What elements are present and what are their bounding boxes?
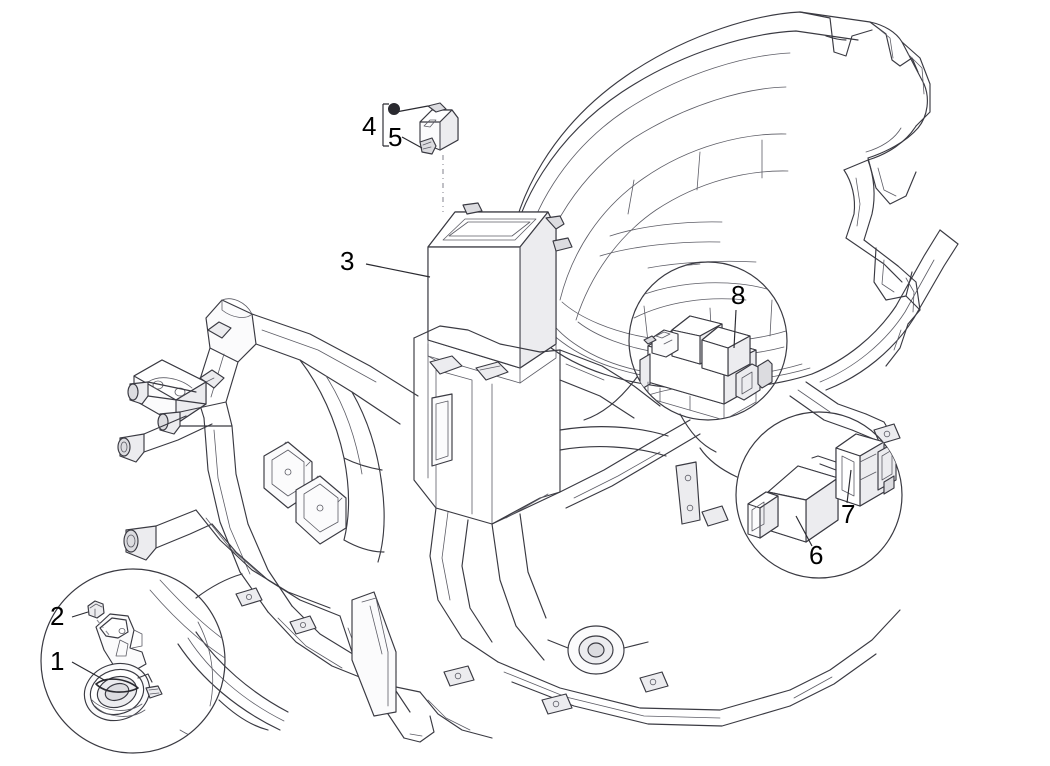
horn-detail-tail2: [195, 573, 243, 599]
horn-nut: [87, 600, 105, 619]
fusebox-detail-circle: [628, 261, 788, 421]
callout-4: 4: [362, 111, 376, 141]
leader-2: [71, 611, 89, 618]
leader-3: [365, 263, 431, 278]
callout-5: 5: [388, 122, 402, 152]
leader-6: [795, 515, 813, 547]
nut-alignment-dash: [96, 619, 111, 637]
relay-detail-circle: [735, 411, 903, 579]
leader-4: [395, 105, 429, 113]
horn-detail-tail: [218, 699, 269, 731]
horn-detail-circle: [40, 568, 226, 754]
main-frame: [117, 298, 901, 743]
callout-6: 6: [809, 540, 823, 570]
leader-8: [733, 309, 737, 349]
leader-7: [846, 469, 852, 504]
terminal-cover-part: [419, 137, 437, 155]
fusebox-detail-tail2: [679, 413, 717, 453]
relay-detail-tail: [699, 447, 738, 478]
callout-2: 2: [50, 601, 64, 631]
callout-3: 3: [340, 246, 354, 276]
callout-1: 1: [50, 646, 64, 676]
leader-1: [71, 661, 107, 682]
leader-5: [401, 136, 423, 149]
callout-numbers: 1 2 3 4 5 6 7 8: [50, 111, 855, 676]
leader-lines: [71, 105, 852, 682]
callout-7: 7: [841, 499, 855, 529]
callout-8: 8: [731, 280, 745, 310]
callout-bracket-ticks: [383, 103, 389, 147]
fusebox-detail-tail: [583, 376, 638, 421]
callout-4-dot: [388, 103, 400, 115]
